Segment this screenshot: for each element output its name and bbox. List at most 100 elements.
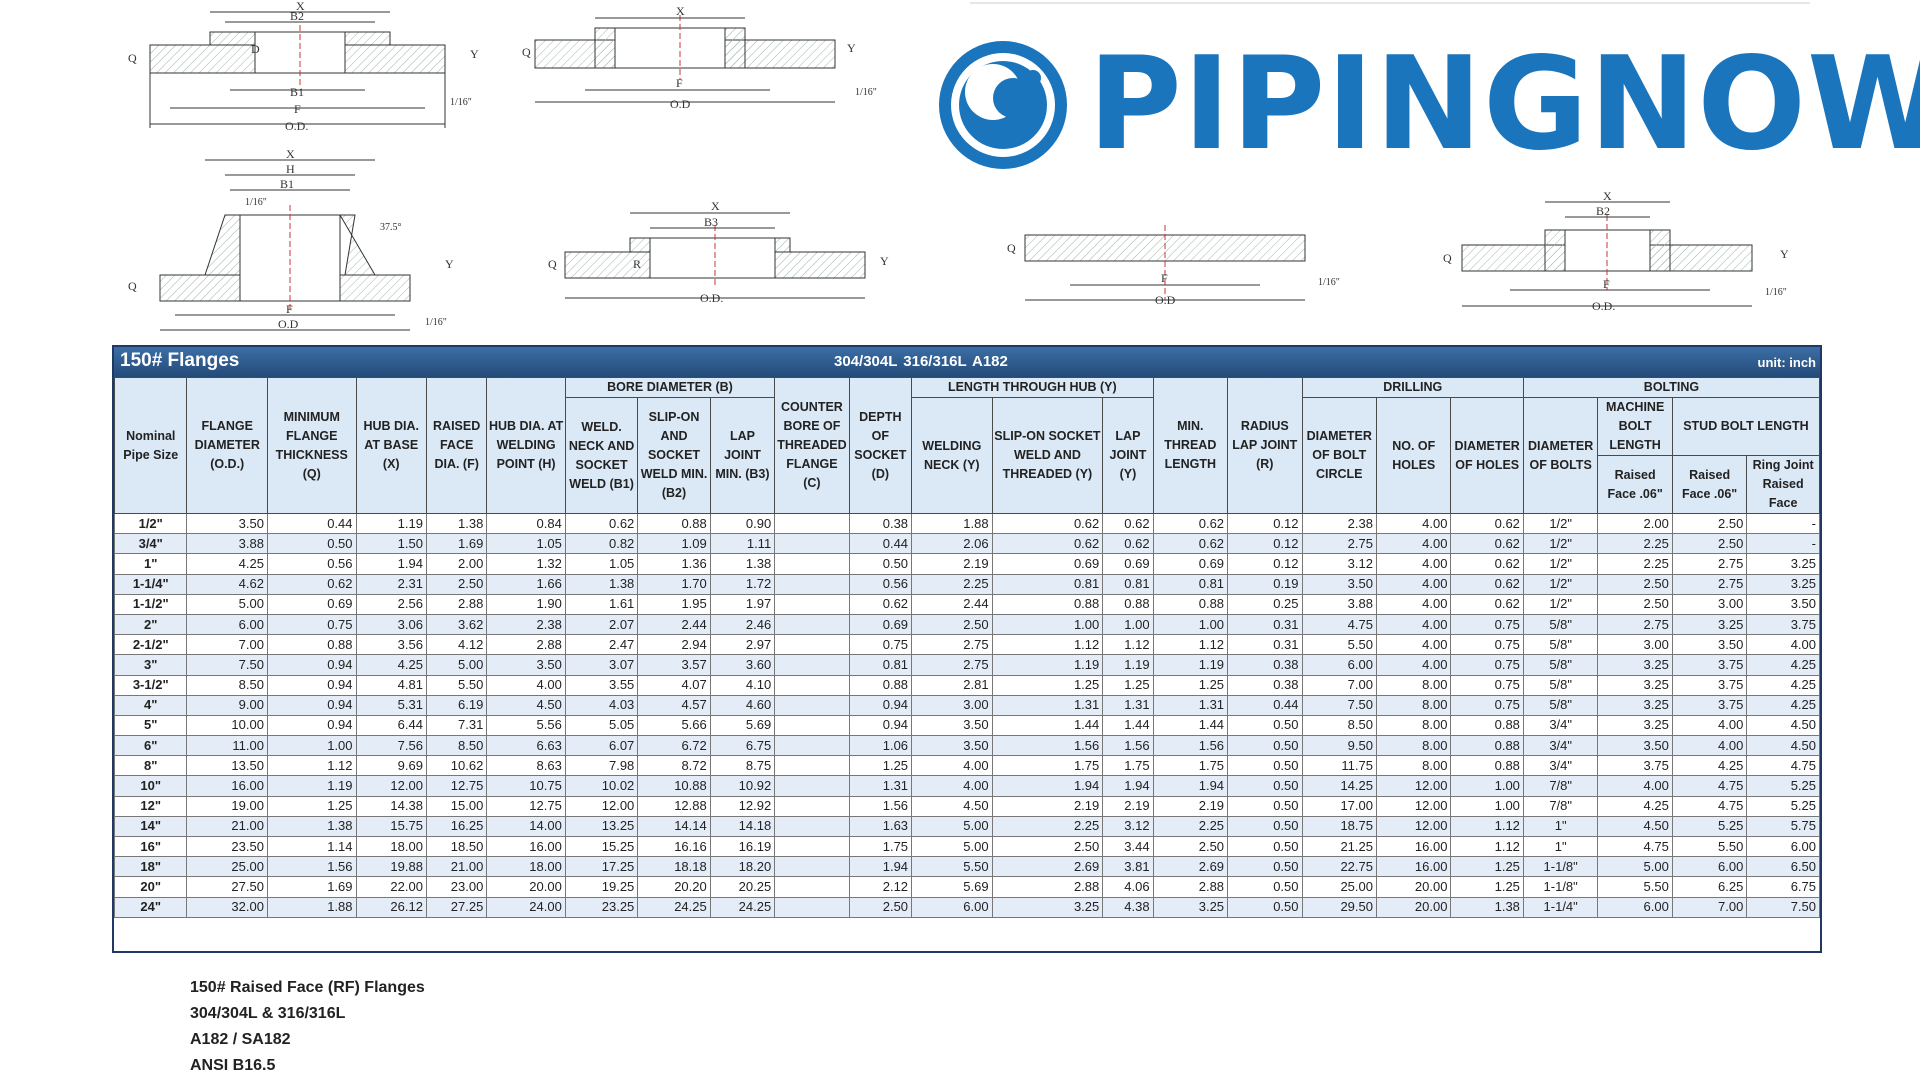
table-cell: 6.07 (564, 735, 639, 757)
table-cell: 3.75 (1671, 654, 1748, 676)
cell-pipe-size: 1-1/2" (113, 593, 188, 615)
table-cell: 0.88 (1152, 593, 1229, 615)
table-cell: 0.88 (637, 512, 711, 535)
table-cell: 0.75 (1450, 634, 1524, 656)
table-cell: 3/4" (1522, 735, 1599, 757)
header-b3: LAP JOINT MIN. (B3) (709, 397, 776, 514)
table-cell: 10.00 (186, 714, 268, 737)
table-cell: 3.56 (355, 634, 427, 656)
drawing-socket-weld: X B2 D Q Y B1 F O.D. 1/16" (128, 0, 479, 133)
table-cell: 0.81 (848, 654, 913, 676)
flange-data-table: Nominal Pipe Size FLANGE DIAMETER (O.D.)… (113, 377, 1821, 918)
table-cell: 22.75 (1301, 856, 1377, 878)
table-cell: 0.62 (1152, 533, 1229, 555)
table-cell: 2.50 (1671, 533, 1748, 555)
table-cell: 2.31 (355, 573, 427, 595)
table-cell: 1.69 (266, 876, 357, 898)
table-cell: 7/8" (1522, 775, 1599, 797)
table-cell: 5.00 (425, 654, 488, 676)
table-cell: 5/8" (1522, 613, 1599, 636)
table-cell: 1.31 (1102, 694, 1154, 716)
table-cell: 7.00 (1671, 896, 1748, 918)
table-cell: 0.62 (564, 512, 639, 535)
table-cell: 2.75 (911, 634, 993, 656)
table-cell: 0.62 (848, 593, 913, 615)
table-cell: 0.84 (486, 512, 566, 535)
table-cell: 5/8" (1522, 634, 1599, 656)
table-cell: 12.00 (1375, 795, 1452, 817)
table-cell: 1.70 (637, 573, 711, 595)
table-cell: 14.25 (1301, 775, 1377, 797)
table-cell: 1.09 (637, 533, 711, 555)
table-cell: 3.00 (1597, 634, 1673, 656)
table-cell: 1.00 (266, 735, 357, 757)
table-cell: 4.00 (1375, 654, 1452, 676)
table-cell: 1.94 (1102, 775, 1154, 797)
table-cell: 6.00 (1597, 896, 1673, 918)
table-cell: 3.57 (637, 654, 711, 676)
dim-f: F (1603, 277, 1610, 291)
table-cell: 1.56 (991, 735, 1104, 757)
table-cell: 1-1/8" (1522, 876, 1599, 898)
header-stud-group: STUD BOLT LENGTH (1671, 397, 1821, 456)
table-cell: 4.75 (1597, 835, 1673, 858)
dim-y: Y (847, 41, 856, 55)
table-cell: 1.25 (991, 674, 1104, 696)
table-cell: 23.00 (425, 876, 488, 898)
table-cell: 6.00 (1746, 835, 1820, 858)
table-cell: 1.56 (1102, 735, 1154, 757)
dim-1-16: 1/16" (1318, 277, 1340, 288)
table-cell: 23.50 (186, 835, 268, 858)
table-cell: 7.50 (186, 654, 268, 676)
header-b1: WELD. NECK AND SOCKET WELD (B1) (564, 397, 639, 514)
table-cell: 6.72 (637, 735, 711, 757)
header-rf-machine: Raised Face .06" (1597, 455, 1673, 514)
table-cell: 0.50 (266, 533, 357, 555)
table-cell: 8.50 (186, 674, 268, 696)
table-cell (774, 694, 850, 716)
table-cell: 0.62 (266, 573, 357, 595)
table-cell: 0.50 (1227, 835, 1303, 858)
cell-pipe-size: 1" (113, 553, 188, 575)
table-cell: 4.00 (486, 674, 566, 696)
table-cell: 3.25 (1746, 553, 1820, 575)
table-cell: 4.25 (1746, 694, 1820, 716)
table-cell: 21.00 (186, 815, 268, 838)
table-cell: 7.50 (1301, 694, 1377, 716)
table-cell: 14.38 (355, 795, 427, 817)
table-cell: 2.56 (355, 593, 427, 615)
dim-f: F (676, 76, 683, 90)
header-machine: MACHINE BOLT LENGTH (1597, 397, 1673, 456)
table-cell: 3.25 (1671, 613, 1748, 636)
table-cell: 3.60 (709, 654, 776, 676)
flange-drawings: X B2 D Q Y B1 F O.D. 1/16" X Q Y F O.D 1… (0, 0, 1920, 345)
table-cell: 4.00 (911, 775, 993, 797)
table-cell: 25.00 (186, 856, 268, 878)
dim-f: F (1161, 271, 1168, 285)
table-cell: 0.62 (1152, 512, 1229, 535)
dim-h: H (286, 162, 295, 176)
table-cell: 0.56 (848, 573, 913, 595)
cell-pipe-size: 10" (113, 775, 188, 797)
table-cell: 1.44 (1102, 714, 1154, 737)
table-cell: 1.38 (425, 512, 488, 535)
drawing-slip-on: X B2 Q Y F O.D. 1/16" (1443, 189, 1789, 313)
table-cell: 1.75 (848, 835, 913, 858)
table-cell: 1.38 (564, 573, 639, 595)
header-d: DEPTH OF SOCKET (D) (848, 377, 913, 514)
table-cell: 3.50 (1301, 573, 1377, 595)
table-cell: 1.95 (637, 593, 711, 615)
table-cell: 16.00 (186, 775, 268, 797)
table-cell (774, 714, 850, 737)
table-cell: 0.94 (266, 714, 357, 737)
table-unit: unit: inch (1757, 355, 1817, 370)
table-cell: 2.88 (486, 634, 566, 656)
cell-pipe-size: 20" (113, 876, 188, 898)
table-cell: 0.62 (1102, 533, 1154, 555)
table-cell: 6.44 (355, 714, 427, 737)
dim-x: X (1603, 189, 1612, 203)
table-cell: 20.00 (1375, 876, 1452, 898)
table-cell: 8.00 (1375, 694, 1452, 716)
table-cell: 1/2" (1522, 512, 1599, 535)
